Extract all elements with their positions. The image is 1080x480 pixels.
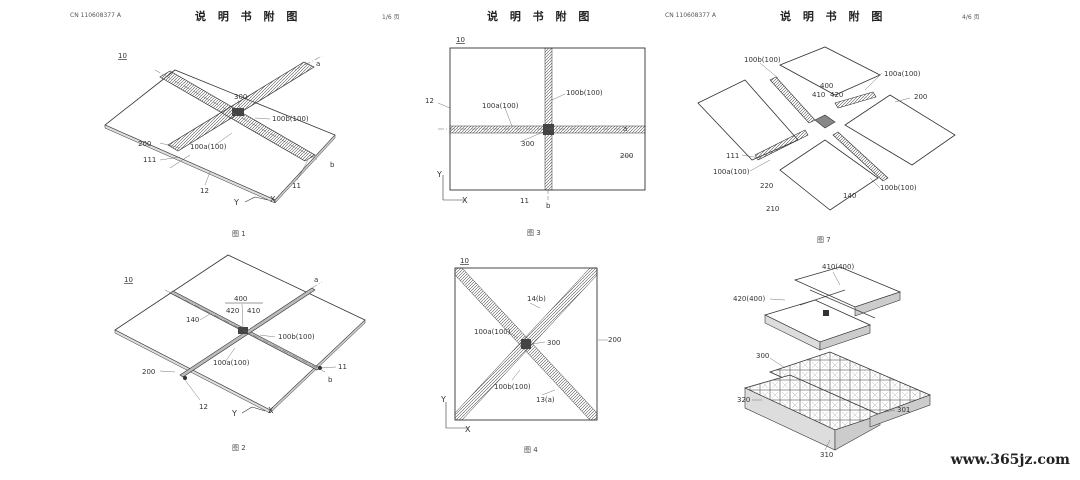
figure-2: 10 a 400 420 410 140 100b(100) 100a(100)…: [114, 254, 366, 452]
label: 400: [234, 295, 247, 303]
label: 10: [118, 52, 127, 60]
label: 420: [830, 91, 843, 99]
figure-caption: 图 7: [817, 236, 831, 244]
panel-right: [844, 94, 956, 166]
label: 100b(100): [880, 184, 917, 192]
label: 12: [199, 403, 208, 411]
connector: [814, 114, 836, 129]
figure-caption: 图 4: [524, 446, 538, 454]
figure-8: 410(400) 420(400) 300 320 301 310: [733, 263, 932, 459]
label: 10: [460, 257, 469, 265]
figure-caption: 图 1: [232, 230, 246, 238]
figure-4: 10 14(b) 100a(100) 300 200 100b(100) 13(…: [440, 257, 621, 454]
label: 100a(100): [884, 70, 921, 78]
label: 200: [620, 152, 633, 160]
rail: [834, 91, 877, 109]
label: a: [623, 125, 627, 133]
label: 100b(100): [272, 115, 309, 123]
label: 11: [292, 182, 301, 190]
label: 10: [124, 276, 133, 284]
label: 300: [756, 352, 769, 360]
label: 12: [425, 97, 434, 105]
axis-label: Y: [440, 395, 446, 404]
axis-label: Y: [231, 409, 237, 418]
page-left-header: CN 110608377 A: [665, 12, 716, 19]
label: 100a(100): [713, 168, 750, 176]
junction-block: [232, 108, 244, 116]
label: 100b(100): [566, 89, 603, 97]
label: 301: [897, 406, 910, 414]
label: 11: [520, 197, 529, 205]
page-left-header: CN 110608377 A: [70, 12, 121, 19]
label: 100b(100): [494, 383, 531, 391]
label: 13(a): [536, 396, 555, 404]
label: b: [328, 376, 333, 384]
label: 140: [843, 192, 856, 200]
axis-label: X: [268, 406, 274, 415]
label: 10: [456, 36, 465, 44]
label: 140: [186, 316, 199, 324]
label: a: [316, 60, 320, 68]
label: b: [546, 202, 551, 210]
axis-label: Y: [436, 170, 442, 179]
junction-block: [521, 339, 531, 349]
label: 420: [226, 307, 239, 315]
label: 111: [726, 152, 739, 160]
label: 320: [737, 396, 750, 404]
label: 100a(100): [482, 102, 519, 110]
label: 200: [608, 336, 621, 344]
seam-strip: [544, 47, 553, 191]
page-number: 4/6 页: [962, 14, 980, 21]
junction-block: [238, 327, 248, 334]
label: 100a(100): [213, 359, 250, 367]
label: 100b(100): [744, 56, 781, 64]
label: 200: [138, 140, 151, 148]
label: 220: [760, 182, 773, 190]
figure-1: 10 a 300 100b(100) 100a(100) 200 111 12 …: [104, 52, 336, 238]
label: 300: [547, 339, 560, 347]
label: 400: [820, 82, 833, 90]
label: 210: [766, 205, 779, 213]
label: b: [330, 161, 335, 169]
label: 410: [812, 91, 825, 99]
axis-label: X: [270, 195, 276, 204]
rail: [754, 129, 809, 161]
watermark: www.365jz.com: [950, 452, 1070, 468]
panel-outline: [104, 69, 336, 201]
label: 300: [234, 93, 247, 101]
page-number: 1/6 页: [382, 14, 400, 21]
label: a: [314, 276, 318, 284]
label: 310: [820, 451, 833, 459]
label: 100b(100): [278, 333, 315, 341]
junction-block: [543, 124, 554, 135]
label: 100a(100): [474, 328, 511, 336]
figure-caption: 图 2: [232, 444, 246, 452]
figure-3: 10 12 100a(100) 100b(100) a 300 200 Y X …: [425, 36, 646, 237]
page-title: 说 明 书 附 图: [780, 10, 887, 23]
label: 200: [914, 93, 927, 101]
label: 14(b): [527, 295, 546, 303]
seam-strip: [167, 61, 315, 152]
label: 111: [143, 156, 156, 164]
figure-7: 100b(100) 400 410 420 100a(100) 200 111 …: [697, 46, 956, 244]
axis-label: Y: [233, 198, 239, 207]
page-title: 说 明 书 附 图: [487, 10, 594, 23]
axis-label: X: [462, 196, 468, 205]
panel-edge: [274, 134, 336, 204]
label: 420(400): [733, 295, 765, 303]
label: 410: [247, 307, 260, 315]
panel-bottom: [779, 139, 879, 211]
label: 200: [142, 368, 155, 376]
figure-caption: 图 3: [527, 229, 541, 237]
rail: [832, 131, 889, 182]
label: 300: [521, 140, 534, 148]
label: 410(400): [822, 263, 854, 271]
axis-label: X: [465, 425, 471, 434]
label: 11: [338, 363, 347, 371]
label: 100a(100): [190, 143, 227, 151]
page-title: 说 明 书 附 图: [195, 10, 302, 23]
label: 12: [200, 187, 209, 195]
